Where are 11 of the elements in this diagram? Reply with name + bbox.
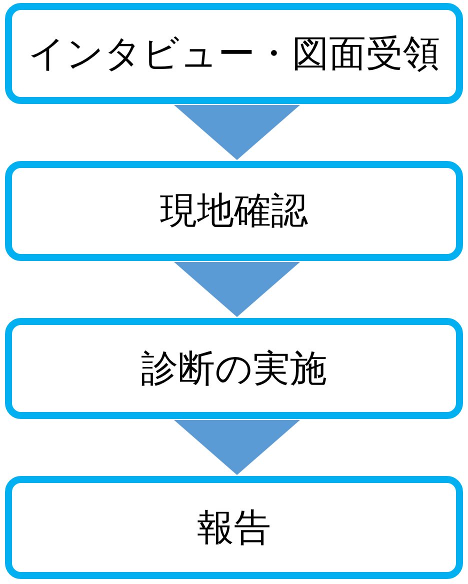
process-box — [5, 476, 463, 579]
step-label: 診断の実施 — [141, 346, 327, 392]
arrow — [174, 105, 300, 160]
step-label: 現地確認 — [160, 188, 308, 234]
process-box — [5, 161, 463, 261]
process-box — [5, 318, 463, 419]
step-label: インタビュー・図面受領 — [28, 30, 440, 76]
arrow — [174, 420, 300, 475]
step-label: 報告 — [197, 504, 271, 550]
arrow — [174, 262, 300, 317]
process-box — [5, 3, 463, 104]
